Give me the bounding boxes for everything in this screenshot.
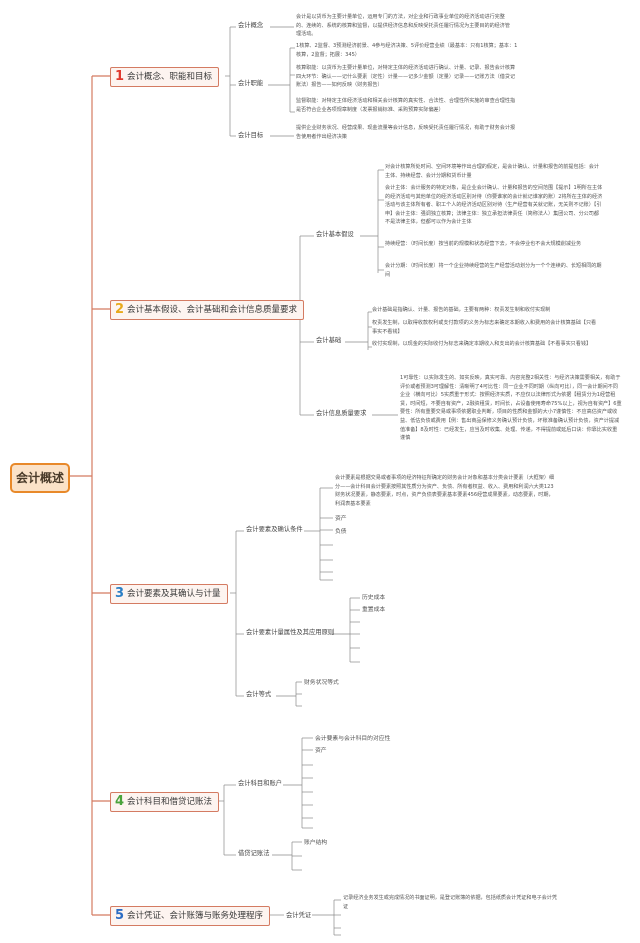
- node-information-quality[interactable]: 会计信息质量要求: [316, 410, 367, 417]
- leaf-replacement-cost[interactable]: 重置成本: [362, 607, 386, 613]
- node-accounting-equation[interactable]: 会计等式: [246, 691, 272, 698]
- text-accrual-basis: 权责发生制，以取得收款权利或支付款项的义务为标志来确定本期收入和费用的会计核算基…: [372, 320, 597, 335]
- branch-label: 会计凭证、会计账簿与账务处理程序: [127, 911, 264, 921]
- text-voucher-definition: 记录经济业务发生或完成情况的书面证明，是登记账簿的依据，包括纸质会计凭证和电子会…: [343, 895, 557, 910]
- text-accounting-core-function: 核算职能：以货币为主要计量单位，对特定主体的经济活动进行确认、计量、记录、报告会…: [296, 65, 516, 89]
- node-accounting-basis[interactable]: 会计基础: [316, 337, 342, 344]
- node-accounting-concept[interactable]: 会计概念: [238, 22, 264, 29]
- branch-number: 1: [115, 69, 125, 84]
- node-measurement-attributes[interactable]: 会计要素计量属性及其应用原则: [246, 629, 335, 636]
- branch-number: 3: [115, 586, 125, 601]
- text-assumptions-overview: 对会计核算所处时间、空间环境等作出合理的假定，是会计确认、计量和报告的前提包括：…: [385, 164, 599, 179]
- text-basis-overview: 会计基础是指确认、计量、报告的基础，主要有两种：权责发生制和收付实现制: [372, 307, 551, 313]
- text-accounting-period: 会计分期：（时间长度）将一个企业持续经营的生产经营活动划分为一个个连续的、长短相…: [385, 263, 602, 278]
- text-accounting-goal: 提供企业财务状况、经营成果、现金流量等会计信息，反映受托责任履行情况，有助于财务…: [296, 125, 516, 140]
- node-basic-assumptions[interactable]: 会计基本假设: [316, 231, 354, 238]
- branch-number: 5: [115, 908, 125, 923]
- branch-number: 4: [115, 794, 125, 809]
- root-node[interactable]: 会计概述: [10, 463, 70, 493]
- node-accounting-functions[interactable]: 会计职能: [238, 80, 264, 87]
- node-accounts-and-ledgers[interactable]: 会计科目和账户: [238, 780, 283, 787]
- text-accounting-entity: 会计主体：会计服务的特定对象，是企业会计确认、计量和报告的空间范围【提示】1明所…: [385, 185, 603, 226]
- leaf-financial-position-equation[interactable]: 财务状况等式: [304, 680, 339, 686]
- branch-number: 2: [115, 302, 125, 317]
- node-accounting-goal[interactable]: 会计目标: [238, 132, 264, 139]
- node-debit-credit-method[interactable]: 借贷记账法: [238, 850, 270, 857]
- text-supervision-function: 监督职能：对特定主体经济活动和相关会计核算的真实性、合法性、合理性所实施的审查合…: [296, 98, 516, 113]
- branch-label: 会计概念、职能和目标: [127, 72, 213, 82]
- branch-label: 会计要素及其确认与计量: [127, 589, 221, 599]
- leaf-element-account-mapping[interactable]: 会计要素与会计科目的对应性: [315, 736, 391, 742]
- text-functions-list: 1核算、2监督、3预测经济前景、4参与经济决策、5评价经营业绩（最基本：只有1核…: [296, 43, 518, 58]
- branch-label: 会计科目和借贷记账法: [127, 797, 213, 807]
- text-accounting-concept: 会计是以货币为主要计量单位，运用专门的方法，对企业和行政事业单位的经济活动进行完…: [296, 14, 510, 38]
- leaf-account-structure[interactable]: 账户结构: [304, 840, 328, 846]
- node-accounting-vouchers[interactable]: 会计凭证: [286, 912, 312, 919]
- leaf-historical-cost[interactable]: 历史成本: [362, 595, 386, 601]
- leaf-assets[interactable]: 资产: [315, 748, 327, 754]
- leaf-assets[interactable]: 资产: [335, 516, 347, 522]
- text-quality-requirements: 1可靠性：以实际发生的、如实反映，真实可靠、内容完整2相关性：与经济决策需要相关…: [400, 375, 622, 442]
- leaf-liabilities[interactable]: 负债: [335, 529, 347, 535]
- node-elements-recognition[interactable]: 会计要素及确认条件: [246, 526, 303, 533]
- text-cash-basis: 收付实现制，以现金的实际收付为标志来确定本期收入和支出的会计核算基础【不看事实只…: [372, 341, 592, 347]
- branch-label: 会计基本假设、会计基础和会计信息质量要求: [127, 305, 298, 315]
- text-elements-overview: 会计要素是根据交易或者事项的经济特征所确定的财务会计对象和基本分类会计要素（大框…: [335, 475, 555, 507]
- text-going-concern: 持续经营：（时间长度）按当前的规模和状态经营下去，不会停业也不会大规模削减业务: [385, 241, 582, 247]
